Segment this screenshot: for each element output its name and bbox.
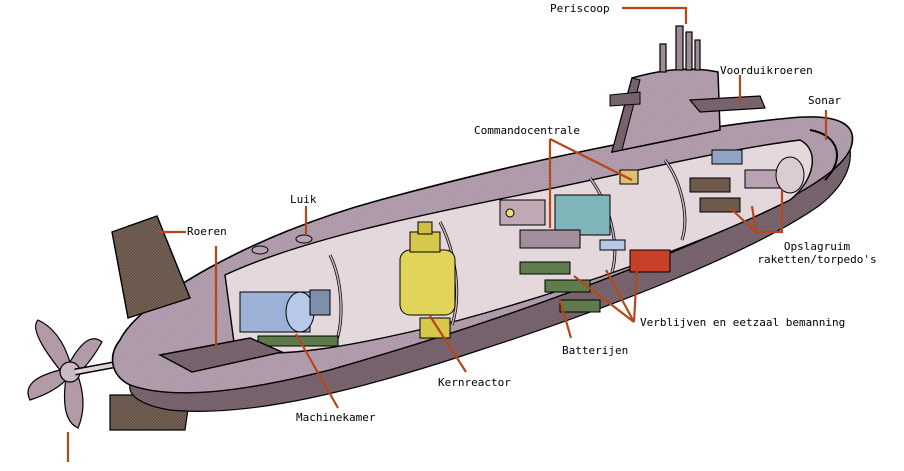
leader-opslagruim-b bbox=[729, 207, 757, 233]
hull-underside bbox=[129, 147, 851, 412]
crew-quarters bbox=[519, 239, 671, 313]
label-batterijen: Batterijen bbox=[562, 344, 629, 357]
label-periscoop: Periscoop bbox=[550, 2, 610, 15]
label-commandocentrale: Commandocentrale bbox=[474, 124, 580, 137]
propeller bbox=[27, 319, 103, 429]
hull-cutaway bbox=[224, 139, 814, 354]
label-kernreactor: Kernreactor bbox=[438, 376, 511, 389]
label-voorduikroeren: Voorduikroeren bbox=[720, 64, 813, 77]
torpedo-storage bbox=[689, 149, 805, 213]
leader-batterijen bbox=[558, 299, 573, 339]
leader-lines bbox=[66, 6, 828, 462]
rear-diving-plane bbox=[157, 337, 285, 373]
rear-rudder bbox=[111, 215, 191, 319]
front-diving-planes bbox=[688, 95, 766, 113]
reactor bbox=[399, 221, 456, 339]
label-sonar: Sonar bbox=[808, 94, 842, 107]
label-roeren: Roeren bbox=[187, 225, 227, 238]
label-opslagruim: Opslagruim raketten/torpedo's bbox=[752, 240, 882, 266]
deck-hatches bbox=[251, 234, 313, 255]
sonar-dome bbox=[809, 129, 838, 181]
leader-periscoop bbox=[622, 6, 688, 24]
control-room bbox=[499, 169, 639, 249]
leader-verblijven-b bbox=[573, 275, 635, 323]
leader-kernreactor bbox=[429, 315, 467, 373]
periscope-masts bbox=[659, 25, 701, 73]
label-machinekamer: Machinekamer bbox=[296, 411, 376, 424]
label-opslagruim-line2: raketten/torpedo's bbox=[757, 253, 877, 266]
leader-commandocentrale-b bbox=[549, 138, 633, 181]
leader-verblijven-c bbox=[632, 251, 640, 323]
label-verblijven: Verblijven en eetzaal bemanning bbox=[640, 316, 846, 329]
label-opslagruim-line1: Opslagruim bbox=[783, 240, 851, 253]
leader-machinekamer bbox=[295, 333, 339, 409]
machine-room bbox=[239, 289, 339, 347]
label-luik: Luik bbox=[290, 193, 317, 206]
leader-opslagruim-a bbox=[750, 190, 784, 234]
leader-verblijven-a bbox=[605, 269, 635, 323]
